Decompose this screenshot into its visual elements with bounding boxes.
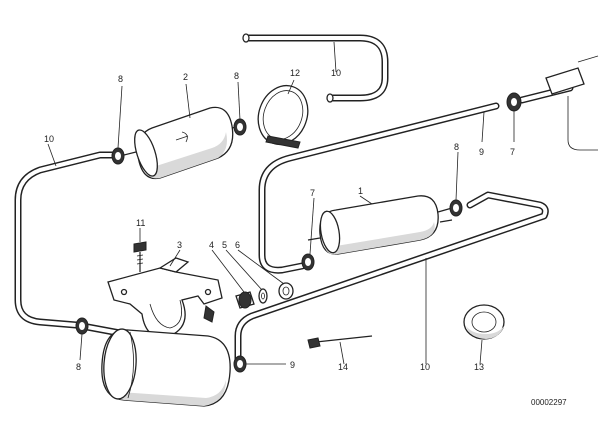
callout-14: 14 (338, 362, 348, 372)
sealing-washer (258, 288, 268, 304)
callout-6: 6 (235, 240, 240, 250)
callout-8-middle: 8 (234, 71, 239, 81)
callout-7-middle: 7 (310, 188, 315, 198)
callout-1: 1 (358, 186, 363, 196)
hose-clamp-left-filter (111, 147, 125, 165)
callout-12: 12 (290, 68, 300, 78)
leader-lines (47, 41, 515, 365)
callout-8-left: 8 (118, 74, 123, 84)
callout-4: 4 (209, 240, 214, 250)
hose-left (14, 151, 116, 329)
fuel-filter (119, 106, 241, 180)
fuel-pump (307, 195, 453, 255)
callout-8-bottom: 8 (76, 362, 81, 372)
hex-nut (278, 282, 294, 300)
callout-8-right: 8 (454, 142, 459, 152)
cable-tie (307, 335, 373, 349)
callout-11: 11 (136, 218, 145, 228)
drawing-code: 00002297 (531, 398, 567, 407)
hose-clamp-lower-left (75, 317, 89, 335)
callout-10-bottom: 10 (420, 362, 430, 372)
hose-clamp-upper-right (506, 92, 522, 112)
strap-clamp (257, 84, 309, 149)
hose-middle-loop (258, 102, 500, 274)
hose-clamp-lower-right (233, 355, 247, 373)
callout-3: 3 (177, 240, 182, 250)
callout-9-top: 9 (479, 147, 484, 157)
callout-2: 2 (183, 72, 188, 82)
fuel-line-connector (545, 55, 599, 151)
callout-labels: 8 2 8 12 10 10 9 7 8 1 7 11 3 4 5 6 8 9 … (44, 68, 515, 372)
hose-top-loop (242, 33, 389, 103)
pressure-accumulator (101, 328, 231, 407)
callout-7-right: 7 (510, 147, 515, 157)
callout-5: 5 (222, 240, 227, 250)
hose-clamp-pump-outlet (449, 199, 463, 217)
callout-13: 13 (474, 362, 484, 372)
callout-10-left: 10 (44, 134, 54, 144)
hose-clamp-pump-inlet (301, 253, 315, 271)
mounting-bracket (107, 257, 223, 338)
bolt (133, 241, 147, 272)
callout-9-bottom: 9 (290, 360, 295, 370)
hose-clamp-right-filter (233, 118, 247, 136)
rubber-grommet (463, 304, 505, 340)
hose-fitting (235, 291, 255, 309)
callout-10-top: 10 (331, 68, 341, 78)
hose-right-long (234, 191, 549, 364)
